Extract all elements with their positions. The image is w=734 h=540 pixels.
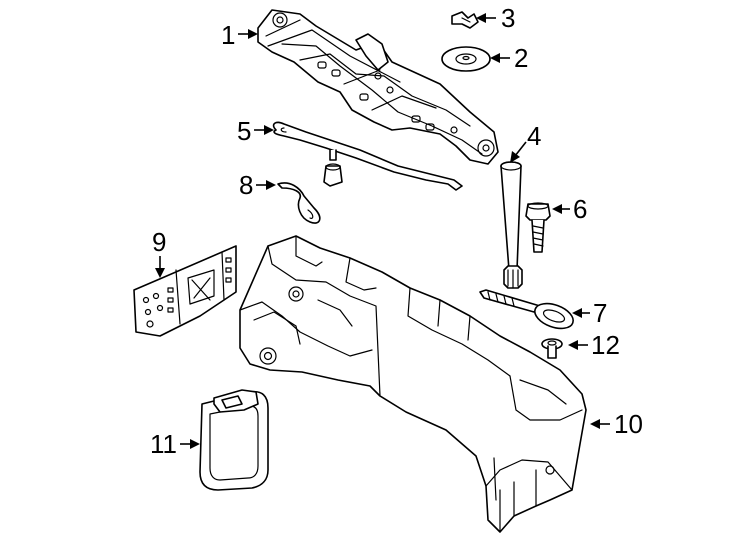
arrowhead	[155, 268, 165, 278]
callout-8: 8	[239, 170, 276, 200]
callout-number: 6	[573, 194, 587, 224]
callout-number: 8	[239, 170, 253, 200]
wing-clip	[451, 11, 479, 29]
arrowhead	[510, 151, 520, 163]
callout-number: 2	[514, 43, 528, 73]
tow-hook-wire	[277, 182, 321, 224]
arrowhead	[476, 13, 486, 23]
extension-rod	[500, 161, 523, 289]
arrowhead	[490, 53, 500, 63]
callout-number: 12	[591, 330, 620, 360]
callout-5: 5	[237, 116, 274, 146]
callout-10: 10	[590, 409, 643, 439]
arrowhead	[552, 204, 562, 214]
push-pin	[541, 338, 563, 359]
callout-1: 1	[221, 20, 258, 50]
bolt	[525, 202, 551, 253]
jack-handle	[272, 121, 463, 191]
arrowhead	[190, 439, 200, 449]
callout-4: 4	[510, 121, 541, 163]
callout-9: 9	[152, 227, 166, 278]
callout-number: 5	[237, 116, 251, 146]
bracket-plate	[133, 245, 237, 337]
callout-12: 12	[568, 330, 620, 360]
washer	[441, 46, 491, 72]
tow-eye	[479, 289, 574, 330]
callout-2: 2	[490, 43, 528, 73]
callout-number: 3	[501, 3, 515, 33]
storage-tray	[239, 235, 587, 533]
callout-number: 7	[593, 298, 607, 328]
arrowhead	[266, 180, 276, 190]
arrowhead	[568, 340, 578, 350]
callout-3: 3	[476, 3, 515, 33]
callout-number: 9	[152, 227, 166, 257]
leader-line	[514, 141, 527, 157]
callout-number: 1	[221, 20, 235, 50]
callout-number: 11	[150, 429, 177, 459]
callout-number: 10	[614, 409, 643, 439]
callout-11: 11	[150, 429, 200, 459]
scissor-jack	[257, 9, 499, 165]
callout-7: 7	[572, 298, 607, 328]
arrowhead	[572, 308, 582, 318]
arrowhead	[248, 29, 258, 39]
callout-number: 4	[527, 121, 541, 151]
callout-6: 6	[552, 194, 587, 224]
arrowhead	[264, 125, 274, 135]
arrowhead	[590, 419, 600, 429]
strap	[199, 389, 269, 491]
